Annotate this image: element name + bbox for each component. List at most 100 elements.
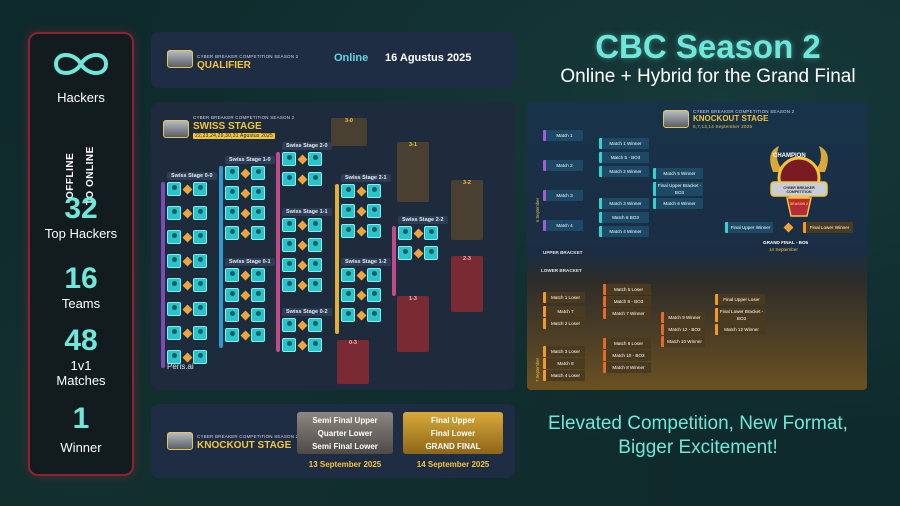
match-2-loser: Match 2 Loser bbox=[543, 318, 585, 329]
versus-icon bbox=[413, 228, 424, 239]
team-tile bbox=[251, 288, 265, 302]
team-tile bbox=[193, 206, 207, 220]
team-tile bbox=[225, 166, 239, 180]
team-tile bbox=[167, 230, 181, 244]
team-tile bbox=[282, 218, 296, 232]
versus-icon bbox=[297, 320, 308, 331]
qualifier-series-label: CYBER BREAKER COMPETITION SEASON 2 bbox=[197, 54, 299, 59]
bracket-series-label: CYBER BREAKER COMPETITION SEASON 2 bbox=[693, 109, 795, 114]
knockout-day1-box: Semi Final Upper Quarter Lower Semi Fina… bbox=[297, 412, 393, 454]
team-tile bbox=[167, 278, 181, 292]
team-tile bbox=[341, 184, 355, 198]
stage-header-0-1: Swiss Stage 0-1 bbox=[225, 258, 275, 266]
team-tile bbox=[282, 258, 296, 272]
matches-label: 1v1 Matches bbox=[56, 358, 106, 388]
team-tile bbox=[167, 254, 181, 268]
versus-icon bbox=[182, 184, 193, 195]
date-strip bbox=[161, 182, 165, 368]
stats-panel: Hackers OFFLINE TO ONLINE 32 Top Hackers… bbox=[28, 32, 134, 476]
match-1-winner: Match 1 Winner bbox=[599, 138, 649, 149]
team-tile bbox=[251, 328, 265, 342]
team-tile bbox=[225, 288, 239, 302]
champion-label: CHAMPION bbox=[773, 153, 806, 159]
match-7-winner: Match 7 Winner bbox=[603, 308, 651, 319]
versus-icon bbox=[240, 270, 251, 281]
versus-icon bbox=[240, 168, 251, 179]
versus-icon bbox=[182, 280, 193, 291]
final-lower-bracket: Final Lower Bracket - BO3 bbox=[715, 308, 765, 322]
team-tile bbox=[398, 226, 412, 240]
versus-icon bbox=[182, 256, 193, 267]
team-tile bbox=[193, 350, 207, 364]
team-tile bbox=[251, 308, 265, 322]
tagline: Elevated Competition, New Format, Bigger… bbox=[528, 412, 868, 460]
team-tile bbox=[251, 226, 265, 240]
team-tile bbox=[424, 226, 438, 240]
upper-match-1: Match 1 bbox=[543, 130, 583, 141]
team-tile bbox=[251, 186, 265, 200]
versus-icon bbox=[356, 186, 367, 197]
team-tile bbox=[367, 184, 381, 198]
match-5-loser: Match 5 Loser bbox=[603, 284, 651, 295]
upper-match-4: Match 4 bbox=[543, 220, 583, 231]
team-tile bbox=[225, 226, 239, 240]
team-tile bbox=[167, 302, 181, 316]
trophy-season: SEASON 2 bbox=[789, 202, 809, 206]
result-3-0-label: 3-0 bbox=[345, 118, 353, 124]
cbc-logo-icon bbox=[663, 110, 689, 128]
match-12-bo3: Match 12 - BO3 bbox=[661, 324, 705, 335]
match-6-winner: Match 6 Winner bbox=[653, 198, 703, 209]
quarter-lower-label: Quarter Lower bbox=[317, 429, 373, 438]
team-tile bbox=[341, 224, 355, 238]
versus-icon bbox=[356, 270, 367, 281]
semi-final-upper-label: Semi Final Upper bbox=[312, 416, 378, 425]
team-tile bbox=[225, 186, 239, 200]
result-3-0: 3-0 bbox=[331, 118, 367, 146]
infinity-icon bbox=[53, 53, 109, 75]
match-10-winner: Match 10 Winner bbox=[661, 336, 705, 347]
winner-label: Winner bbox=[60, 440, 102, 455]
final-lower-label: Final Lower bbox=[430, 429, 476, 438]
match-1-loser: Match 1 Loser bbox=[543, 292, 585, 303]
team-tile bbox=[282, 338, 296, 352]
versus-icon bbox=[356, 310, 367, 321]
versus-icon bbox=[182, 352, 193, 363]
match-9-winner: Match 9 Winner bbox=[661, 312, 705, 323]
team-tile bbox=[308, 238, 322, 252]
knockout-series-label: CYBER BREAKER COMPETITION SEASON 2 bbox=[197, 434, 299, 439]
match-4-loser: Match 4 Loser bbox=[543, 370, 585, 381]
versus-icon bbox=[297, 280, 308, 291]
final-upper-loser: Final Upper Loser bbox=[715, 294, 765, 305]
match-7: Match 7 bbox=[543, 306, 585, 317]
lower-date-label: 7 September bbox=[535, 358, 540, 382]
team-tile bbox=[424, 246, 438, 260]
teams-label: Teams bbox=[61, 296, 101, 311]
team-tile bbox=[282, 152, 296, 166]
team-tile bbox=[167, 182, 181, 196]
date-strip bbox=[219, 166, 223, 348]
match-3-winner: Match 3 Winner bbox=[599, 198, 649, 209]
team-tile bbox=[341, 288, 355, 302]
grand-final-date: 14 September bbox=[769, 247, 798, 252]
versus-icon bbox=[240, 228, 251, 239]
team-tile bbox=[167, 206, 181, 220]
knockout-card: CYBER BREAKER COMPETITION SEASON 2 KNOCK… bbox=[151, 404, 515, 478]
teams-count: 16 bbox=[64, 262, 98, 295]
versus-icon bbox=[182, 304, 193, 315]
team-tile bbox=[193, 326, 207, 340]
versus-icon bbox=[356, 290, 367, 301]
result-3-2-label: 3-2 bbox=[463, 180, 471, 186]
knockout-day2-date: 14 September 2025 bbox=[416, 460, 490, 469]
result-0-3-label: 0-3 bbox=[349, 340, 357, 346]
versus-icon bbox=[240, 290, 251, 301]
semi-final-lower-label: Semi Final Lower bbox=[312, 442, 378, 451]
team-tile bbox=[367, 288, 381, 302]
bracket-title: KNOCKOUT STAGE bbox=[693, 114, 769, 123]
stage-header-2-2: Swiss Stage 2-2 bbox=[398, 216, 448, 224]
date-strip bbox=[335, 184, 339, 334]
result-1-3-label: 1-3 bbox=[409, 296, 417, 302]
champion-trophy-icon bbox=[770, 146, 828, 217]
match-8-winner: Match 8 Winner bbox=[603, 362, 651, 373]
result-2-3: 2-3 bbox=[451, 256, 483, 312]
cbc-logo-icon bbox=[167, 50, 193, 68]
